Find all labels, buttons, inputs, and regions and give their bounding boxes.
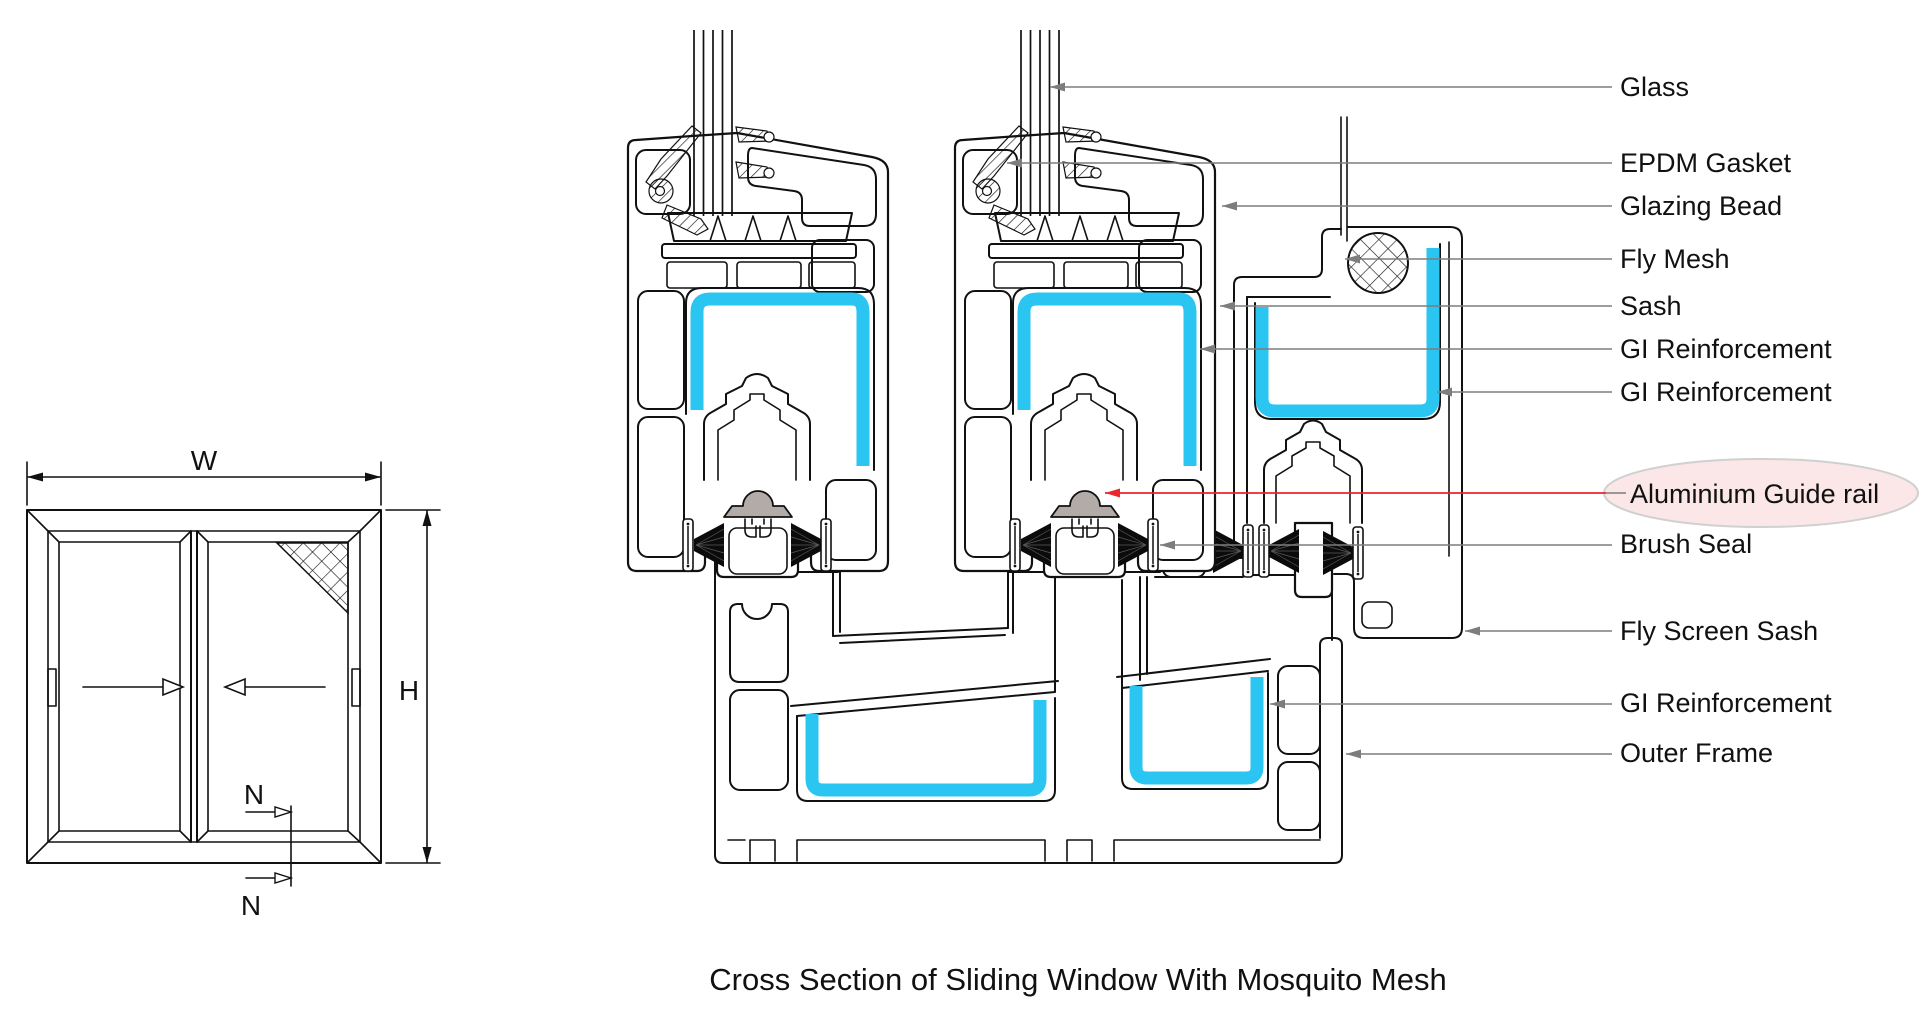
width-label: W (191, 445, 218, 476)
label-gi-reinforcement-3: GI Reinforcement (1620, 688, 1832, 718)
label-sash: Sash (1620, 291, 1682, 321)
brush-seal (1212, 528, 1244, 574)
section-label-bottom: N (241, 890, 261, 921)
label-fly-screen-sash: Fly Screen Sash (1620, 616, 1818, 646)
label-outer-frame: Outer Frame (1620, 738, 1773, 768)
label-brush-seal: Brush Seal (1620, 529, 1752, 559)
label-glass: Glass (1620, 72, 1689, 102)
mesh-corner-hatch (275, 542, 349, 615)
part-labels: Glass EPDM Gasket Glazing Bead Fly Mesh … (1620, 72, 1879, 768)
handle-left (47, 668, 57, 707)
label-gi-reinforcement-2: GI Reinforcement (1620, 377, 1832, 407)
left-sash-profile (628, 30, 888, 577)
callouts: Glass EPDM Gasket Glazing Bead Fly Mesh … (1007, 72, 1919, 768)
label-gi-reinforcement-1: GI Reinforcement (1620, 334, 1832, 364)
label-fly-mesh: Fly Mesh (1620, 244, 1730, 274)
brush-seal (1322, 530, 1354, 576)
section-label-top: N (244, 779, 264, 810)
window-elevation: W H N N (26, 445, 441, 921)
label-aluminium-guide-rail: Aluminium Guide rail (1630, 479, 1879, 509)
gi-reinforcement-channel-flysash (1255, 248, 1440, 418)
fly-mesh-roll (1347, 232, 1409, 294)
gi-reinforcement-channel-frame-left (805, 700, 1047, 797)
height-label: H (399, 675, 419, 706)
brush-seal (1268, 528, 1300, 574)
gi-reinforcement-channel-frame-right (1129, 677, 1264, 785)
fly-mesh-screen (1340, 116, 1348, 242)
right-sash-profile (955, 30, 1215, 577)
leader-lines (1007, 82, 1626, 759)
fly-screen-sash-profile (1212, 116, 1463, 639)
width-dimension: W (26, 445, 382, 506)
section-markers: N N (241, 779, 294, 921)
label-glazing-bead: Glazing Bead (1620, 191, 1782, 221)
outer-frame-profile (714, 518, 1343, 864)
slide-direction-arrows (82, 678, 326, 696)
diagram-title: Cross Section of Sliding Window With Mos… (709, 962, 1446, 997)
handle-right (351, 668, 361, 707)
height-dimension: H (385, 509, 441, 864)
label-epdm-gasket: EPDM Gasket (1620, 148, 1792, 178)
